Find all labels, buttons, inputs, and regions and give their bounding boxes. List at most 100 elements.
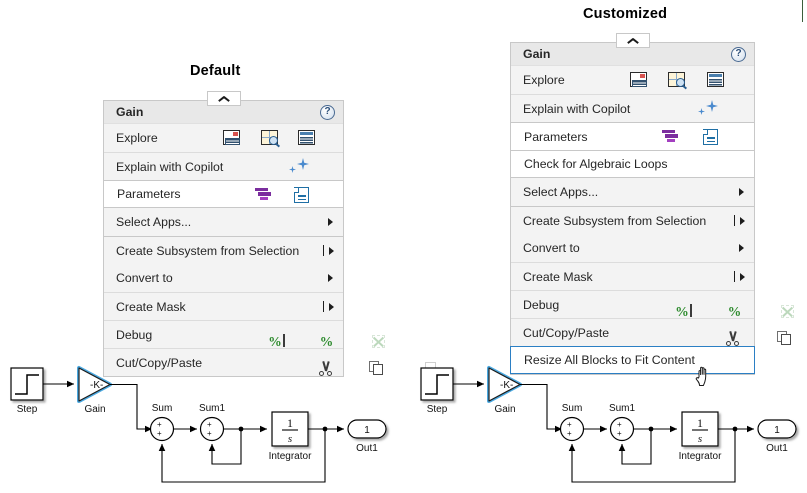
arrow-right-split-icon[interactable] <box>740 273 745 281</box>
menu-item-debug[interactable]: Debug % % <box>511 290 795 325</box>
parameters-stack-icon[interactable] <box>255 187 271 202</box>
gain-value-label: -K- <box>500 380 513 391</box>
block-parameters-icon[interactable] <box>707 72 724 87</box>
cut-icon[interactable] <box>318 361 333 376</box>
set-breakpoint-icon[interactable]: % <box>675 303 692 319</box>
out-port-number: 1 <box>774 425 780 436</box>
menu-item-label: Explain with Copilot <box>523 101 631 116</box>
sum-sign-top: + <box>157 420 162 429</box>
library-browser-icon[interactable] <box>668 72 685 87</box>
help-icon[interactable]: ? <box>731 46 746 62</box>
mouse-pointer-hand-icon <box>694 363 716 389</box>
menu-item-label: Parameters <box>524 129 588 144</box>
menu-item-label: Cut/Copy/Paste <box>523 325 610 340</box>
block-label-sum1: Sum1 <box>199 403 226 414</box>
collapse-toggle-customized[interactable] <box>616 33 650 48</box>
menu-item-parameters[interactable]: Parameters <box>103 180 344 208</box>
block-label-integrator: Integrator <box>679 451 722 462</box>
arrow-right-split-icon[interactable] <box>329 247 334 255</box>
action-bar-title-customized: Gain ? <box>511 43 754 66</box>
menu-item-label: Debug <box>523 297 560 312</box>
block-label-sum1: Sum1 <box>609 403 636 414</box>
out-port-number: 1 <box>364 425 370 436</box>
menu-item-convert-to[interactable]: Convert to <box>104 264 343 292</box>
menu-item-select-apps[interactable]: Select Apps... <box>511 178 754 206</box>
model-explorer-icon[interactable] <box>223 130 240 145</box>
properties-document-icon[interactable] <box>702 129 718 145</box>
split-divider-icon <box>323 301 324 312</box>
arrow-right-split-icon[interactable] <box>740 217 745 225</box>
cut-icon[interactable] <box>725 331 740 346</box>
menu-item-label: Create Mask <box>116 299 186 314</box>
arrow-right-icon <box>739 188 744 196</box>
copilot-sparkle-icon[interactable] <box>698 100 718 118</box>
integrator-numerator: 1 <box>697 416 703 430</box>
split-divider-icon <box>734 215 735 226</box>
menu-item-label: Create Subsystem from Selection <box>116 243 300 258</box>
clear-breakpoints-icon[interactable] <box>371 334 386 349</box>
block-label-gain: Gain <box>494 404 515 415</box>
sum1-sign-top: + <box>617 420 622 429</box>
arrow-right-icon <box>739 244 744 252</box>
model-explorer-icon[interactable] <box>630 72 647 87</box>
menu-item-select-apps[interactable]: Select Apps... <box>104 208 343 236</box>
sum1-sign-bottom: + <box>207 429 212 438</box>
menu-item-explore[interactable]: Explore <box>104 124 343 152</box>
copy-icon[interactable] <box>369 360 385 377</box>
step-over-icon[interactable]: % <box>726 305 746 325</box>
menu-item-label: Select Apps... <box>116 215 192 229</box>
caption-default: Default <box>190 63 241 79</box>
menu-item-check-algebraic-loops[interactable]: Check for Algebraic Loops <box>510 150 755 178</box>
menu-item-label: Create Mask <box>523 269 593 284</box>
menu-item-label: Check for Algebraic Loops <box>524 157 668 171</box>
collapse-toggle-default[interactable] <box>207 91 241 106</box>
arrow-right-icon <box>328 274 333 282</box>
split-divider-icon <box>323 245 324 256</box>
menu-item-explain-with-copilot[interactable]: Explain with Copilot <box>511 94 754 122</box>
menu-item-create-mask[interactable]: Create Mask <box>511 262 754 290</box>
integrator-denominator: s <box>288 433 292 445</box>
menu-item-cut-copy-paste[interactable]: Cut/Copy/Paste <box>511 318 792 346</box>
menu-item-label: Convert to <box>116 271 173 285</box>
sum-sign-bottom: + <box>157 429 162 438</box>
menu-item-label: Resize All Blocks to Fit Content <box>524 353 695 367</box>
step-over-icon[interactable]: % <box>318 335 338 355</box>
clear-breakpoints-icon[interactable] <box>780 304 795 319</box>
menu-item-explore[interactable]: Explore <box>511 66 754 94</box>
arrow-right-split-icon[interactable] <box>329 303 334 311</box>
caption-customized: Customized <box>583 6 668 22</box>
block-diagram-default: Step -K- Gain + + Sum + <box>0 358 400 493</box>
menu-item-explain-with-copilot[interactable]: Explain with Copilot <box>104 152 343 180</box>
menu-item-debug[interactable]: Debug % % <box>104 320 386 355</box>
sum-sign-bottom: + <box>567 429 572 438</box>
menu-item-label: Select Apps... <box>523 185 599 199</box>
menu-item-label: Explore <box>523 73 565 87</box>
library-browser-icon[interactable] <box>261 130 278 145</box>
menu-item-create-mask[interactable]: Create Mask <box>104 292 343 320</box>
menu-item-parameters[interactable]: Parameters <box>510 122 755 150</box>
arrow-right-icon <box>328 218 333 226</box>
menu-item-convert-to[interactable]: Convert to <box>511 234 754 262</box>
block-label-step: Step <box>427 404 448 415</box>
integrator-numerator: 1 <box>287 416 293 430</box>
sum-sign-top: + <box>567 420 572 429</box>
properties-document-icon[interactable] <box>293 187 309 203</box>
menu-item-label: Parameters <box>117 187 181 201</box>
copilot-sparkle-icon[interactable] <box>289 158 309 176</box>
menu-item-label: Create Subsystem from Selection <box>523 213 707 228</box>
set-breakpoint-icon[interactable]: % <box>268 333 285 349</box>
action-bar-default: Gain ? Explore Explain with Copilot Para… <box>103 91 437 377</box>
block-parameters-icon[interactable] <box>298 130 315 145</box>
menu-item-label: Convert to <box>523 241 580 255</box>
menu-item-create-subsystem[interactable]: Create Subsystem from Selection <box>104 236 343 264</box>
copy-icon[interactable] <box>777 330 793 347</box>
block-diagram-customized: Step -K- Gain + + Sum + + Sum1 <box>410 358 807 493</box>
help-icon[interactable]: ? <box>320 104 335 120</box>
menu-item-label: Explore <box>116 131 158 145</box>
block-label-step: Step <box>17 404 38 415</box>
menu-item-resize-all-blocks[interactable]: Resize All Blocks to Fit Content <box>510 346 755 374</box>
block-label-sum: Sum <box>562 403 583 414</box>
parameters-stack-icon[interactable] <box>662 129 678 144</box>
menu-item-create-subsystem[interactable]: Create Subsystem from Selection <box>511 206 754 234</box>
